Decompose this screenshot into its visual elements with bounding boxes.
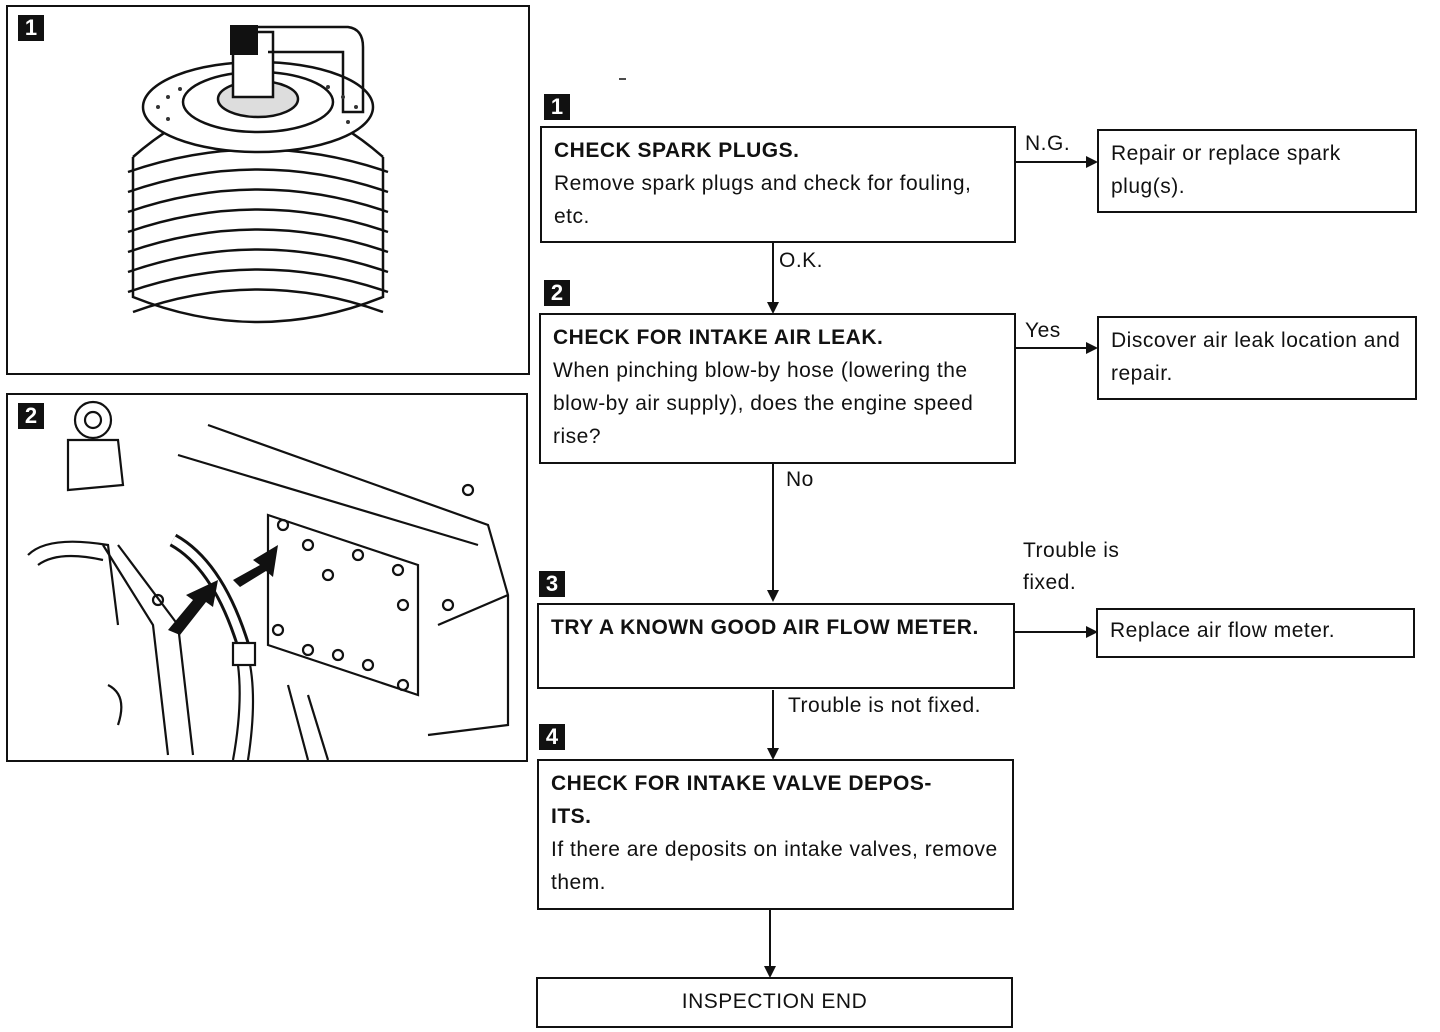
step-heading: CHECK FOR INTAKE AIR LEAK. — [553, 326, 884, 349]
step-badge-2: 2 — [544, 280, 570, 306]
step-box-intake-valve-deposits: CHECK FOR INTAKE VALVE DEPOS-ITS. If the… — [537, 759, 1014, 910]
edge-label-ng: N.G. — [1025, 132, 1071, 155]
step-badge: 1 — [18, 15, 44, 41]
edge-label-trouble-fixed: Trouble is fixed. — [1023, 539, 1120, 594]
step-box-check-spark-plugs: CHECK SPARK PLUGS. Remove spark plugs an… — [540, 126, 1016, 243]
step-badge-4: 4 — [539, 724, 565, 750]
step-heading: CHECK FOR INTAKE VALVE DEPOS-ITS. — [551, 772, 932, 828]
action-box-replace-spark-plugs: Repair or replace spark plug(s). — [1097, 129, 1417, 213]
action-box-replace-air-flow-meter: Replace air flow meter. — [1096, 608, 1415, 658]
step-body: Remove spark plugs and check for fouling… — [554, 172, 972, 228]
step-body: If there are deposits on intake valves, … — [551, 838, 998, 894]
action-box-repair-air-leak: Discover air leak location and repair. — [1097, 316, 1417, 400]
step-badge-3: 3 — [539, 571, 565, 597]
step-box-intake-air-leak: CHECK FOR INTAKE AIR LEAK. When pinching… — [539, 313, 1016, 464]
spark-plug-illustration-panel: 1 — [6, 5, 530, 375]
action-text: Repair or replace spark plug(s). — [1111, 142, 1341, 198]
edge-label-ok: O.K. — [779, 249, 824, 272]
spark-plug-icon — [127, 25, 389, 324]
step-heading: TRY A KNOWN GOOD AIR FLOW METER. — [551, 616, 979, 639]
edge-label-yes: Yes — [1025, 319, 1061, 342]
inspection-end-box: INSPECTION END — [536, 977, 1013, 1028]
step-body: When pinching blow-by hose (lowering the… — [553, 359, 974, 448]
step-badge-1: 1 — [544, 94, 570, 120]
step-badge: 2 — [18, 403, 44, 429]
edge-label-trouble-not-fixed: Trouble is not fixed. — [788, 694, 981, 717]
step-box-air-flow-meter: TRY A KNOWN GOOD AIR FLOW METER. — [537, 603, 1015, 689]
step-heading: CHECK SPARK PLUGS. — [554, 139, 800, 162]
engine-illustration-panel: 2 — [6, 393, 528, 762]
action-text: Replace air flow meter. — [1110, 619, 1336, 642]
engine-hose-icon — [27, 400, 510, 760]
action-text: Discover air leak location and repair. — [1111, 329, 1401, 385]
edge-label-no: No — [786, 468, 814, 491]
